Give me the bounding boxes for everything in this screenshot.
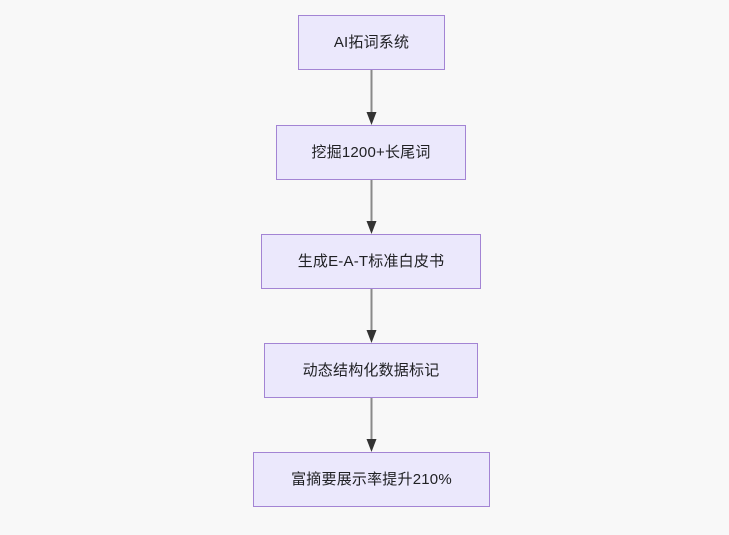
node-label: 动态结构化数据标记 xyxy=(302,362,440,379)
node-label: 富摘要展示率提升210% xyxy=(291,471,452,488)
node-label: 生成E-A-T标准白皮书 xyxy=(297,253,445,270)
flowchart-node-ai-keyword-system[interactable]: AI拓词系统 xyxy=(298,15,445,70)
edge-n4-n5 xyxy=(366,398,377,452)
flowchart-node-rich-snippet-rate-increase[interactable]: 富摘要展示率提升210% xyxy=(253,452,490,507)
flowchart-node-dynamic-structured-data-markup[interactable]: 动态结构化数据标记 xyxy=(264,343,478,398)
node-label: AI拓词系统 xyxy=(333,34,410,51)
edge-n2-n3 xyxy=(366,180,377,234)
node-label: 挖掘1200+长尾词 xyxy=(311,144,431,161)
edge-n3-n4 xyxy=(366,289,377,343)
flowchart-node-generate-eat-whitepaper[interactable]: 生成E-A-T标准白皮书 xyxy=(261,234,481,289)
edge-n1-n2 xyxy=(366,70,377,125)
flowchart-node-mine-longtail-keywords[interactable]: 挖掘1200+长尾词 xyxy=(276,125,466,180)
